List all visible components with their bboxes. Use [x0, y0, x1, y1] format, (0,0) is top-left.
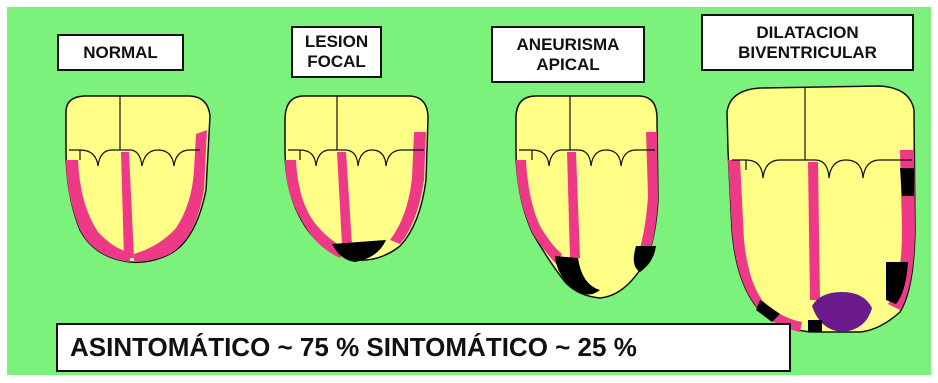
- heart-dilatacion-biventricular: [727, 86, 915, 332]
- heart-aneurisma-apical: [516, 96, 658, 298]
- prognosis-summary: ASINTOMÁTICO ~ 75 % SINTOMÁTICO ~ 25 %: [56, 323, 791, 372]
- heart-normal: [66, 96, 210, 262]
- heart-lesion-focal: [285, 96, 428, 262]
- prognosis-summary-text: ASINTOMÁTICO ~ 75 % SINTOMÁTICO ~ 25 %: [70, 332, 637, 363]
